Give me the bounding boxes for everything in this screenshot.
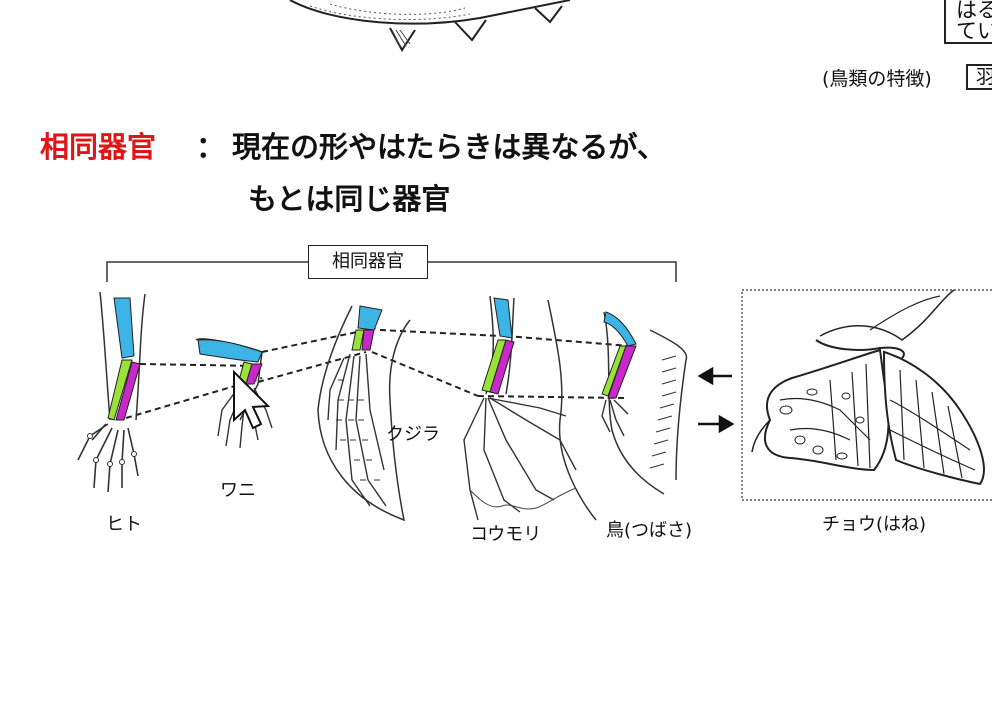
human-arm [78,292,145,492]
label-bat: コウモリ [470,520,541,546]
bat-wing [464,296,596,520]
label-human: ヒト [106,510,142,536]
label-butterfly-wing: チョウ(はね) [822,510,926,536]
label-whale: クジラ [386,420,440,446]
bird-wing [602,312,687,494]
label-crocodile: ワニ [220,476,256,502]
butterfly-illustration [752,290,984,484]
label-bird-wing: 鳥(つばさ) [606,516,692,542]
comparison-arrows [698,369,732,431]
homologous-group-label: 相同器官 [308,245,428,279]
